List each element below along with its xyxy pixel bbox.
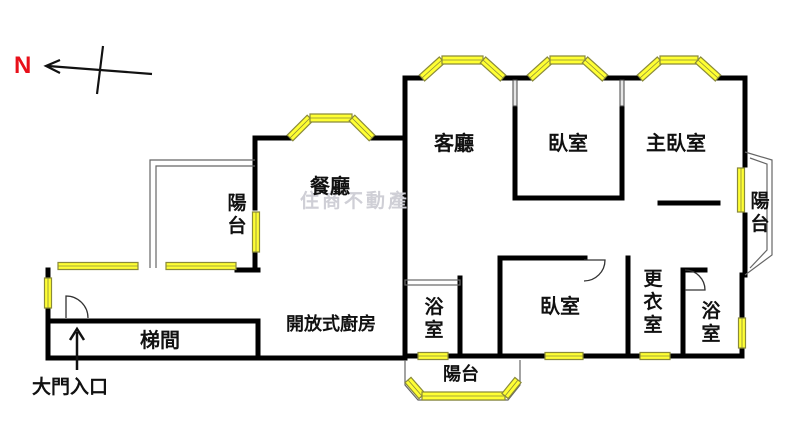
window-center-line [421,59,443,79]
room-open-kitchen: 開放式廚房 [286,314,376,335]
room-bath-right: 浴室 [701,300,721,345]
window-center-line [351,117,373,139]
window-center-line [697,59,719,79]
window-center-line [407,379,423,397]
bedroom-door-swing [583,259,606,282]
room-living: 客廳 [434,131,474,155]
room-bath-left: 浴室 [424,296,444,341]
entrance-door-swing [65,295,89,319]
window-center-line [639,59,661,79]
room-balcony-bottom: 陽台 [443,364,479,385]
room-balcony-right: 陽台 [750,190,770,235]
door-posts [512,79,625,107]
doors [65,259,706,319]
room-walk-in-closet: 更衣室 [643,268,663,336]
bath-door-swing [684,269,706,291]
window-center-line [529,59,551,79]
room-master-bedroom: 主臥室 [646,131,706,155]
entrance-label: 大門入口 [32,376,109,398]
window-center-line [482,59,504,79]
compass-icon [43,45,153,95]
walls [45,75,748,361]
window-center-line [504,379,519,397]
windows [43,55,747,401]
room-stairwell: 梯間 [140,328,180,352]
room-balcony-left: 陽台 [227,192,247,237]
window-center-line [289,117,311,139]
window-center-line [584,59,606,79]
watermark: 住商不動產 [300,190,411,212]
room-bedroom-top: 臥室 [548,131,588,155]
room-bedroom-bottom: 臥室 [540,294,580,318]
north-label: N [14,52,32,79]
entrance-arrow-icon [68,326,86,370]
room-dining: 餐廳 [310,174,350,198]
